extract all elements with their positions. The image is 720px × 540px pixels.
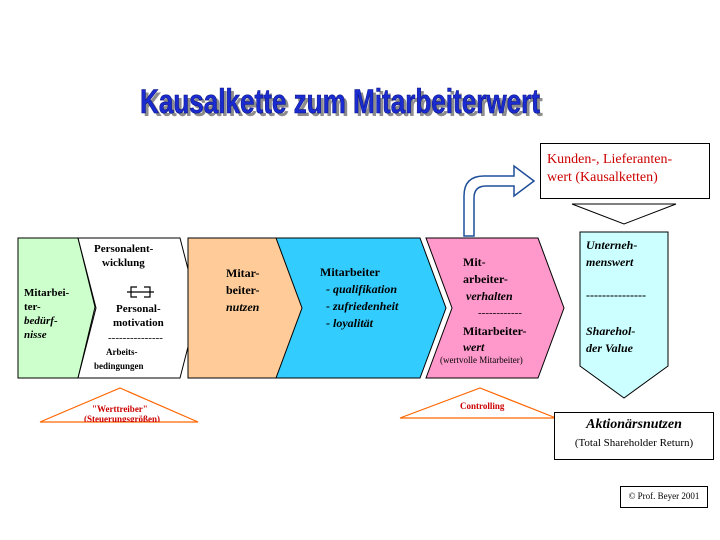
verhalten-wert1: Mitarbeiter- — [463, 324, 527, 338]
personal-motivation2: motivation — [113, 317, 164, 329]
unternehmenswert-divider: --------------- — [586, 288, 646, 302]
bedurfnisse-line1: Mitarbei- — [24, 287, 70, 299]
nutzen-line2: beiter- — [226, 283, 260, 297]
verhalten-divider: ------------ — [478, 307, 522, 319]
personal-arbeit1: Arbeits- — [106, 347, 138, 357]
mitarbeiter-item2: - zufriedenheit — [326, 299, 399, 313]
block-bedurfnisse — [17, 237, 96, 379]
curved-arrow-icon — [463, 164, 536, 237]
verhalten-line2: arbeiter- — [463, 272, 508, 286]
unternehmenswert-line1: Unterneh- — [586, 238, 638, 252]
block-verhalten — [425, 237, 565, 379]
block-unternehmenswert — [579, 231, 669, 399]
block-personal — [77, 237, 199, 379]
kunden-line2: wert (Kausalketten) — [547, 170, 658, 185]
werttreiber-line2: (Steuerungsgrößen) — [84, 414, 160, 422]
mitarbeiter-item1: - qualifikation — [326, 282, 398, 296]
verhalten-wert2: wert — [463, 340, 485, 354]
controlling-label: Controlling — [460, 401, 505, 411]
bedurfnisse-line2: ter- — [24, 301, 41, 313]
copyright-text: © Prof. Beyer 2001 — [628, 491, 700, 501]
verhalten-line1: Mit- — [463, 255, 486, 269]
mitarbeiter-item3: - loyalität — [326, 316, 373, 330]
bracket-icon — [127, 286, 154, 298]
bedurfnisse-line4: nisse — [24, 329, 47, 341]
personal-line2: wicklung — [102, 257, 145, 269]
verhalten-note: (wertvolle Mitarbeiter) — [440, 355, 523, 365]
kunden-line1: Kunden-, Lieferanten- — [547, 152, 673, 167]
bedurfnisse-line3: bedürf- — [24, 315, 58, 327]
unternehmenswert-share2: der Value — [586, 341, 634, 355]
kunden-box: Kunden-, Lieferanten- wert (Kausalketten… — [540, 143, 710, 199]
personal-line1: Personalent- — [94, 243, 154, 255]
copyright-box: © Prof. Beyer 2001 — [620, 486, 708, 508]
aktionaer-box: Aktionärsnutzen (Total Shareholder Retur… — [554, 412, 714, 460]
personal-divider: --------------- — [108, 332, 163, 344]
title-text: Kausalkette zum Mitarbeiterwert — [140, 83, 540, 121]
nutzen-line3: nutzen — [226, 300, 260, 314]
verhalten-line3: verhalten — [466, 289, 513, 303]
personal-motivation1: Personal- — [116, 303, 161, 315]
unternehmenswert-line2: menswert — [586, 255, 634, 269]
title-shadow: Kausalkette zum Mitarbeiterwert — [143, 86, 543, 124]
unternehmenswert-share1: Sharehol- — [586, 324, 636, 338]
werttreiber-triangle — [39, 387, 199, 423]
personal-arbeit2: bedingungen — [94, 361, 144, 371]
page-title: Kausalkette zum Mitarbeiterwert Kausalke… — [140, 83, 543, 124]
controlling-triangle — [399, 387, 557, 419]
kunden-pointer — [571, 203, 677, 225]
nutzen-line1: Mitar- — [226, 266, 260, 280]
block-mitarbeiter — [275, 237, 447, 379]
werttreiber-line1: "Werttreiber" — [92, 404, 148, 414]
mitarbeiter-head: Mitarbeiter — [320, 265, 380, 279]
aktionaer-line2: (Total Shareholder Return) — [574, 437, 694, 449]
aktionaer-line1: Aktionärsnutzen — [586, 417, 682, 432]
